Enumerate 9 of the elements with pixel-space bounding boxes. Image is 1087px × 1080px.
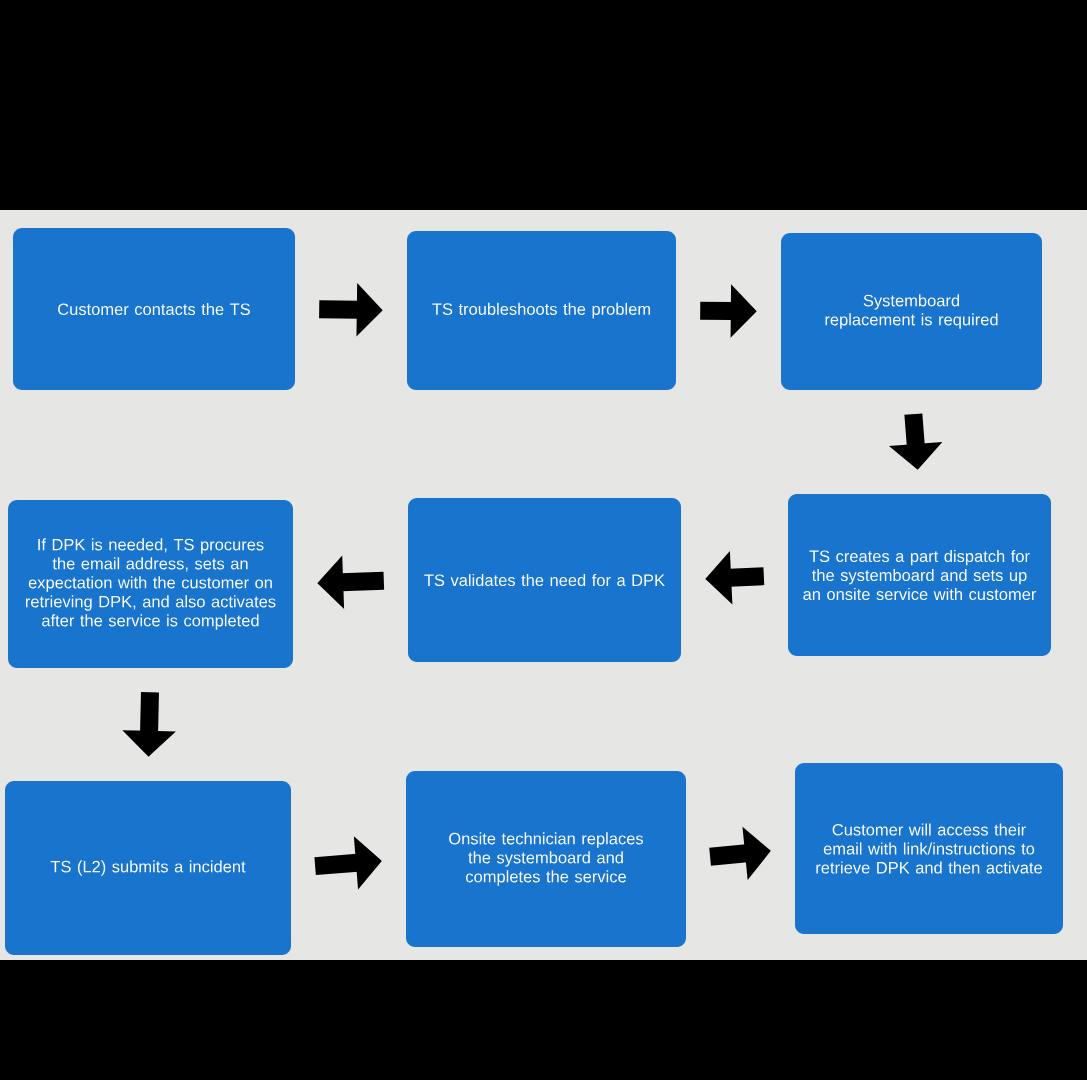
process-box: TS (L2) submits a incident: [5, 781, 291, 955]
process-box: Systemboard replacement is required: [781, 233, 1042, 390]
process-box: TS troubleshoots the problem: [407, 231, 676, 390]
process-box: Onsite technician replaces the systemboard and completes the service: [406, 771, 686, 947]
process-box: Customer will access their email with link/instructions to retrieve DPK and then activate: [795, 763, 1063, 934]
process-box: TS validates the need for a DPK: [408, 498, 681, 662]
process-box: If DPK is needed, TS procures the email address, sets an expectation with the customer on retrieving DPK, and also activates after the service is completed: [8, 500, 293, 668]
process-box: Customer contacts the TS: [13, 228, 295, 390]
process-box: TS creates a part dispatch for the systemboard and sets up an onsite service with customer: [788, 494, 1051, 656]
